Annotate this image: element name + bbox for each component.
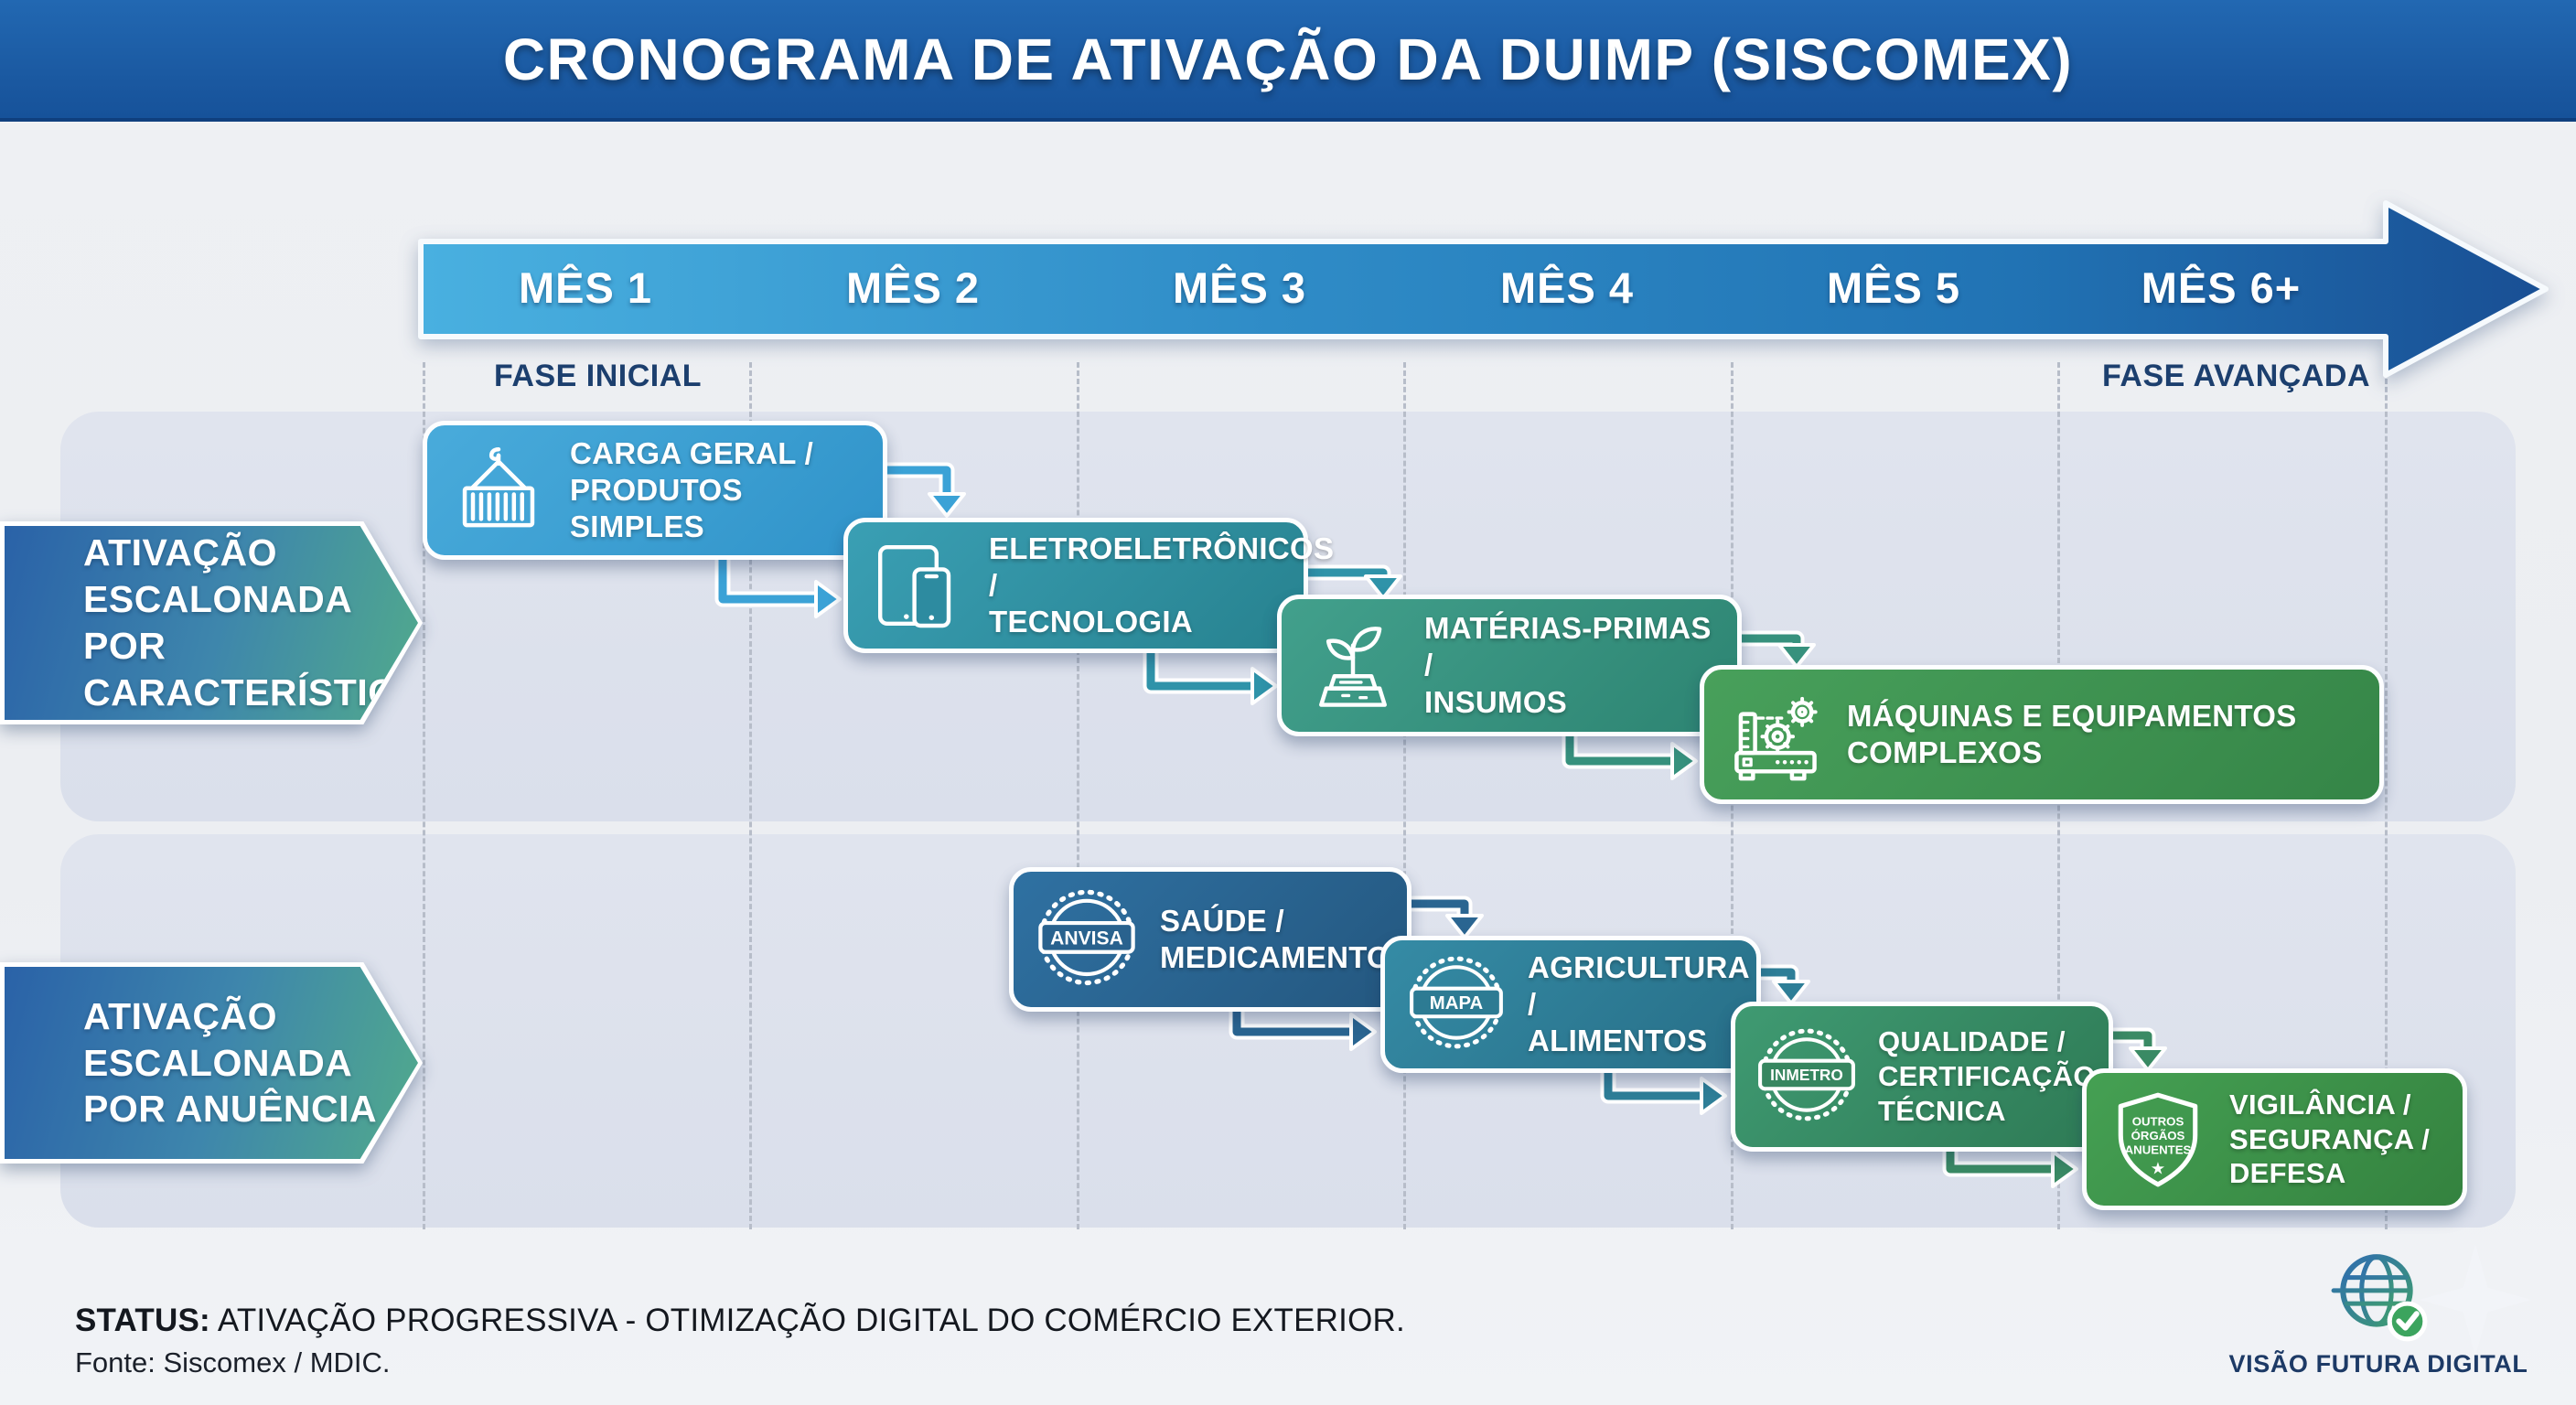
container-crane-icon — [462, 446, 535, 528]
month-label-6: MÊS 6+ — [2141, 263, 2302, 312]
source-line: Fonte: Siscomex / MDIC. — [75, 1346, 391, 1378]
task-title: ELETROELETRÔNICOS / TECNOLOGIA — [989, 531, 1335, 639]
task-title: QUALIDADE / CERTIFICAÇÃO TÉCNICA — [1878, 1025, 2096, 1127]
connector-qualidade-to-vigilancia — [1942, 1027, 2167, 1188]
task-vigilancia-seguranca: OUTROS ÓRGÃOS ANUENTES ★ VIGILÂNCIA / SE… — [2082, 1068, 2467, 1210]
month-gridline — [1077, 362, 1079, 1229]
badge-text: MAPA — [1430, 993, 1484, 1014]
lane-label-characteristic: ATIVAÇÃO ESCALONADA POR CARACTERÍSTICA — [0, 521, 423, 724]
brand-block: VISÃO FUTURA DIGITAL — [2214, 1246, 2543, 1378]
devices-icon — [878, 545, 951, 628]
badge-line: ANUENTES — [2125, 1142, 2192, 1156]
mapa-seal-icon: MAPA — [1410, 956, 1503, 1049]
chevron-body: ATIVAÇÃO ESCALONADA POR ANUÊNCIA — [5, 967, 418, 1159]
lane-label-anuencia: ATIVAÇÃO ESCALONADA POR ANUÊNCIA — [0, 962, 423, 1164]
month-gridline — [1403, 362, 1406, 1229]
task-qualidade-certificacao: INMETRO QUALIDADE / CERTIFICAÇÃO TÉCNICA — [1731, 1002, 2113, 1152]
connector-agricultura-to-qualidade — [1600, 964, 1810, 1115]
task-title: MATÉRIAS-PRIMAS / INSUMOS — [1424, 611, 1712, 719]
task-title: VIGILÂNCIA / SEGURANÇA / DEFESA — [2229, 1088, 2431, 1190]
status-line: STATUS: ATIVAÇÃO PROGRESSIVA - OTIMIZAÇÃ… — [75, 1303, 1405, 1339]
brand-name: VISÃO FUTURA DIGITAL — [2228, 1350, 2528, 1378]
lane-label-text: ATIVAÇÃO ESCALONADA POR CARACTERÍSTICA — [83, 531, 424, 713]
connector-carga-to-eletro — [714, 462, 966, 618]
globe-check-icon — [2331, 1254, 2428, 1342]
task-title: AGRICULTURA / ALIMENTOS — [1528, 949, 1749, 1058]
task-materias-primas: MATÉRIAS-PRIMAS / INSUMOS — [1277, 595, 1742, 736]
task-maquinas-equipamentos: MÁQUINAS E EQUIPAMENTOS COMPLEXOS — [1700, 665, 2384, 804]
month-label-1: MÊS 1 — [518, 263, 653, 312]
connector-eletro-to-materias — [1143, 564, 1402, 705]
badge-text: ANVISA — [1050, 928, 1123, 949]
task-title: CARGA GERAL / PRODUTOS SIMPLES — [570, 435, 814, 544]
anuentes-shield-icon: OUTROS ÓRGÃOS ANUENTES ★ — [2118, 1092, 2198, 1186]
month-label-5: MÊS 5 — [1826, 263, 1961, 312]
month-gridline — [2385, 362, 2388, 1229]
badge-line: OUTROS — [2132, 1114, 2184, 1128]
plant-sprout-icon — [1319, 626, 1387, 707]
chevron-body: ATIVAÇÃO ESCALONADA POR CARACTERÍSTICA — [5, 526, 418, 720]
task-title: SAÚDE / MEDICAMENTOS — [1160, 903, 1411, 974]
page-title: CRONOGRAMA DE ATIVAÇÃO DA DUIMP (SISCOME… — [502, 26, 2074, 92]
month-label-2: MÊS 2 — [845, 263, 981, 312]
task-carga-geral: CARGA GERAL / PRODUTOS SIMPLES — [423, 421, 887, 560]
month-gridline — [749, 362, 752, 1229]
phase-end-label: FASE AVANÇADA — [2102, 359, 2370, 393]
task-agricultura-alimentos: MAPA AGRICULTURA / ALIMENTOS — [1380, 936, 1761, 1073]
month-label-3: MÊS 3 — [1172, 263, 1307, 312]
connector-materias-to-maquinas — [1562, 630, 1816, 780]
inmetro-seal-icon: INMETRO — [1758, 1028, 1855, 1121]
month-gridline — [423, 362, 425, 1229]
task-title: MÁQUINAS E EQUIPAMENTOS COMPLEXOS — [1847, 698, 2297, 769]
status-text: ATIVAÇÃO PROGRESSIVA - OTIMIZAÇÃO DIGITA… — [209, 1303, 1405, 1338]
phase-start-label: FASE INICIAL — [494, 359, 703, 393]
lane-label-text: ATIVAÇÃO ESCALONADA POR ANUÊNCIA — [83, 994, 378, 1131]
connector-saude-to-agricultura — [1229, 896, 1484, 1051]
badge-line: ÓRGÃOS — [2131, 1129, 2185, 1142]
month-label-4: MÊS 4 — [1499, 263, 1635, 312]
gears-machine-icon — [1734, 696, 1818, 781]
task-saude-medicamentos: ANVISA SAÚDE / MEDICAMENTOS — [1009, 867, 1411, 1012]
anvisa-seal-icon: ANVISA — [1038, 889, 1135, 986]
badge-text: INMETRO — [1770, 1066, 1843, 1084]
header-bar: CRONOGRAMA DE ATIVAÇÃO DA DUIMP (SISCOME… — [0, 0, 2576, 122]
status-label: STATUS: — [75, 1303, 210, 1338]
task-eletroeletronicos: ELETROELETRÔNICOS / TECNOLOGIA — [843, 518, 1334, 653]
timeline-arrow — [418, 200, 2549, 378]
star-icon: ★ — [2151, 1158, 2165, 1177]
